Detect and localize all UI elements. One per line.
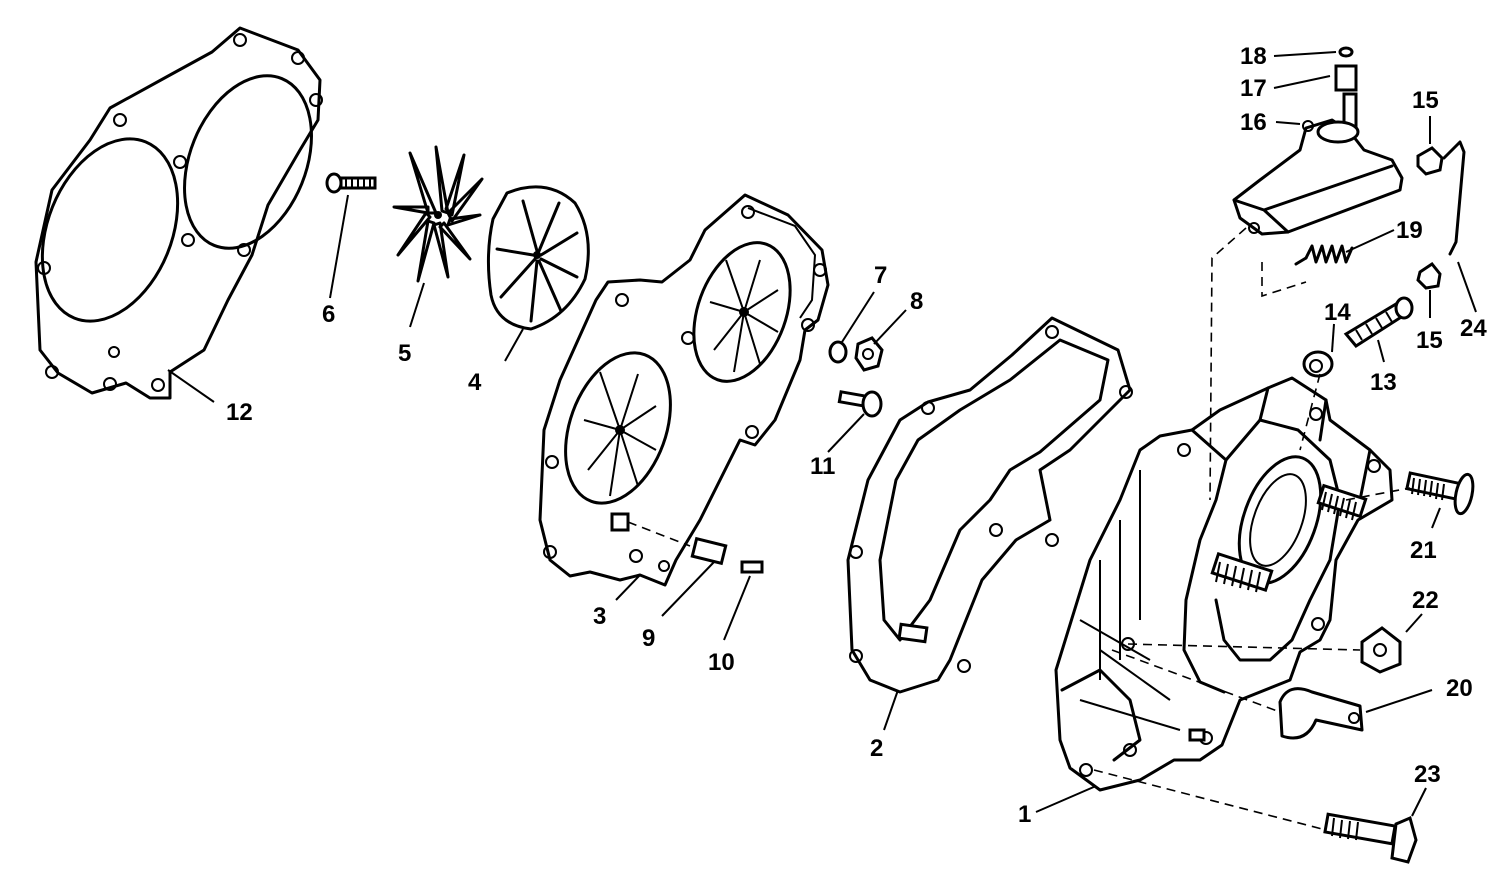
part-7-lock-washer (828, 291, 875, 364)
callout-6: 6 (322, 301, 335, 328)
part-22-nut (1360, 613, 1423, 674)
callout-labels: 1 2 3 4 5 6 7 8 9 10 11 12 13 14 15 15 1… (226, 43, 1487, 828)
callout-15-upper: 15 (1412, 87, 1439, 114)
part-11-screw (827, 390, 883, 453)
part-15-nut-upper (1416, 116, 1444, 176)
callout-13: 13 (1370, 369, 1397, 396)
part-3-housing-plate (538, 193, 830, 601)
callout-10: 10 (708, 649, 735, 676)
part-20-clamp (1278, 687, 1433, 740)
part-15-nut-lower (1416, 261, 1442, 318)
callout-2: 2 (870, 735, 883, 762)
callout-20: 20 (1446, 675, 1473, 702)
part-19-spring (1294, 229, 1395, 266)
alignment-lines (1093, 227, 1411, 831)
part-13-screw (1343, 296, 1414, 363)
callout-24: 24 (1460, 315, 1487, 342)
callout-17: 17 (1240, 75, 1267, 102)
part-2-gasket (846, 316, 1133, 731)
callout-18: 18 (1240, 43, 1267, 70)
callout-9: 9 (642, 625, 655, 652)
part-1-main-housing (1035, 376, 1394, 813)
callout-23: 23 (1414, 761, 1441, 788)
callout-15-lower: 15 (1416, 327, 1443, 354)
callout-8: 8 (910, 288, 923, 315)
part-9-pin (661, 536, 728, 617)
callout-16: 16 (1240, 109, 1267, 136)
callout-11: 11 (810, 453, 835, 480)
callout-19: 19 (1396, 217, 1423, 244)
callout-7: 7 (874, 262, 887, 289)
callout-14: 14 (1324, 299, 1351, 326)
callout-12: 12 (226, 399, 253, 426)
callout-1: 1 (1018, 801, 1031, 828)
callout-3: 3 (593, 603, 606, 630)
part-24-rod (1442, 140, 1477, 313)
part-6-screw (325, 172, 377, 299)
part-14-bushing (1302, 323, 1335, 378)
callout-4: 4 (468, 369, 482, 396)
part-4-vane-disc (486, 185, 590, 362)
part-5-star-impeller (392, 145, 484, 328)
part-8-nut (854, 309, 907, 372)
part-23-bolt (1323, 787, 1427, 864)
stud-upper (1316, 483, 1368, 521)
callout-5: 5 (398, 340, 411, 367)
part-16-lever-arm (1232, 92, 1404, 236)
stud-lower (1210, 551, 1274, 593)
part-18-washer (1273, 46, 1354, 58)
part-12-gasket (34, 26, 323, 403)
callout-21: 21 (1410, 537, 1437, 564)
callout-22: 22 (1412, 587, 1439, 614)
part-17-sleeve (1273, 64, 1358, 92)
part-21-bolt (1405, 471, 1475, 529)
part-10-small-screw (723, 560, 764, 641)
